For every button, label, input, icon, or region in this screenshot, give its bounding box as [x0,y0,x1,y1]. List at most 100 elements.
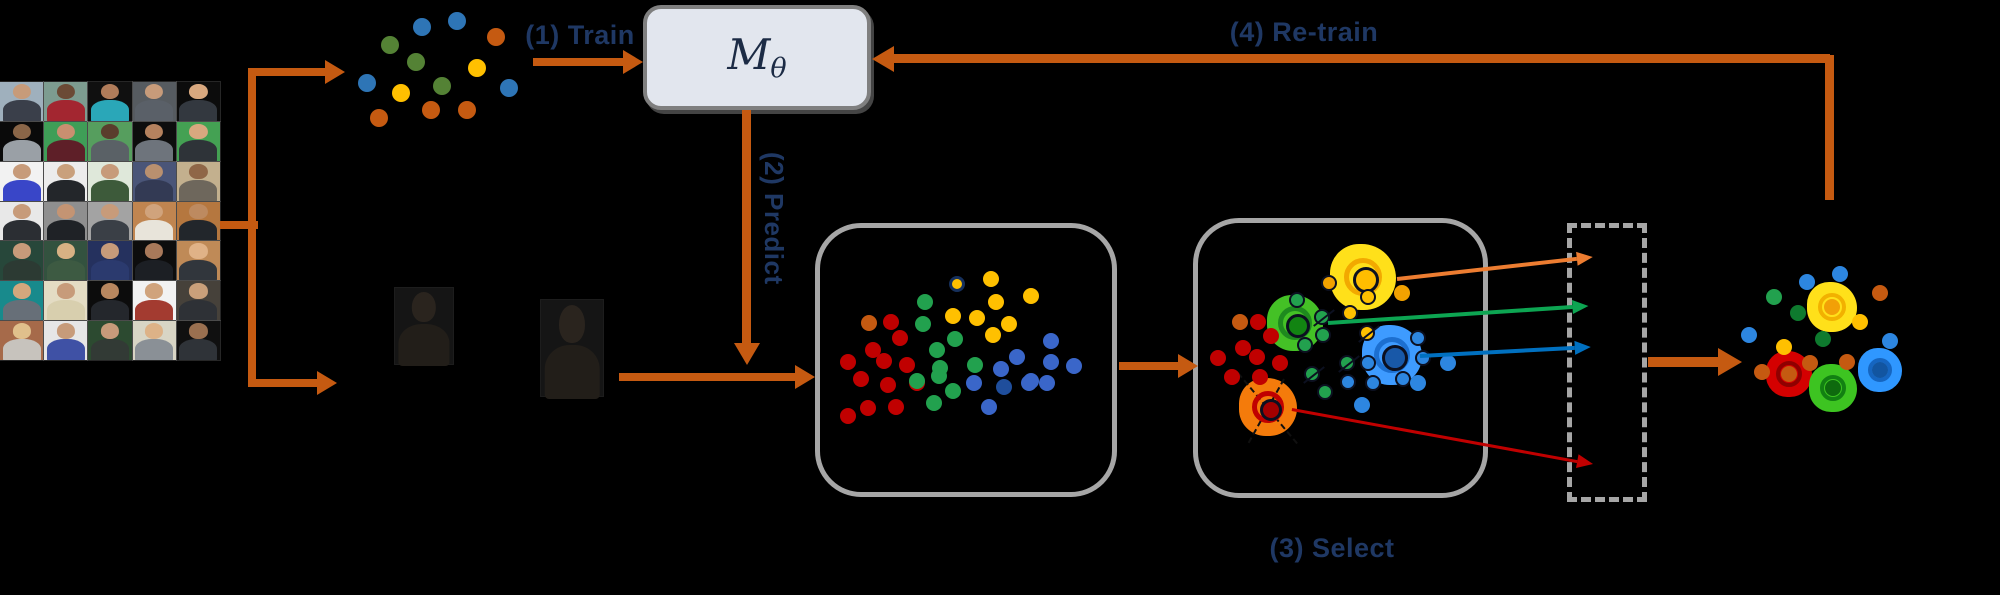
person-body [46,100,85,121]
selection-dot [1410,375,1426,391]
person-head [145,243,164,259]
person-head [145,203,164,220]
person-head [145,283,164,299]
photo-cell-signer [175,320,222,361]
labeled-set-dot [358,74,376,92]
person-head [12,323,31,339]
predictions-dot [947,331,963,347]
model-box: Mθ [643,5,871,110]
final-set-dot [1766,289,1782,305]
person-body [46,140,85,161]
predictions-dot [1009,349,1025,365]
person-head [100,83,120,100]
final-set-dot [1882,333,1898,349]
predictions-dot [993,361,1009,377]
selection-dot [1289,292,1305,308]
arrow-predict-head [734,343,760,365]
person-body [46,299,85,321]
selected-orange-blob-center-dot [1260,399,1282,421]
photo-cell-signer [175,120,222,162]
person-head [189,123,208,140]
person-head [100,323,120,339]
final-green-blob-ring [1820,375,1846,401]
person-body [90,100,129,121]
arrow-train-head [623,50,643,74]
arrow-batch-to-final-head [1718,348,1742,376]
photo-cell-signer [0,240,45,282]
person-body [135,219,174,241]
final-set-dot [1872,285,1888,301]
selection-dot [1415,350,1431,366]
predictions-dot [909,373,925,389]
final-set-dot [1832,266,1848,282]
selected-batch-dashed-box [1567,223,1647,502]
selection-dot [1250,314,1266,330]
person-head [189,83,208,100]
selection-dot [1317,384,1333,400]
arrow-train-shaft [533,58,623,66]
person-body [135,100,174,121]
person-body [2,179,41,201]
photo-cell-signer [131,280,177,322]
person-body [46,179,85,201]
final-yellow-blob-center-dot [1824,299,1840,315]
select-arrow-green-head [1571,299,1589,315]
labeled-set-dot [422,101,440,119]
grid-connector-line-shaft [220,221,258,229]
photo-cell-signer [87,160,133,202]
final-set-dot [1802,355,1818,371]
final-blue-blob-center-dot [1872,362,1888,378]
final-set-dot [1776,339,1792,355]
labeled-set-dot [370,109,388,127]
trunk-vertical-line-shaft [248,68,256,387]
label-step2-predict: (2) Predict [759,152,789,285]
photo-cell-signer [175,280,222,322]
selection-dot [1249,349,1265,365]
photo-cell-signer [175,200,222,242]
person-head [56,203,75,220]
final-set-dot [1741,327,1757,343]
person-head [56,83,75,100]
arrow-predictions-to-selection-head [1178,354,1198,378]
ghost-person-head [558,304,586,344]
photo-cell-signer [87,81,133,122]
label-step3-select: (3) Select [1269,533,1395,563]
labeled-set-dot [407,53,425,71]
selection-dot [1360,289,1376,305]
selection-dot [1303,366,1325,384]
person-body [90,259,129,281]
selection-dot [1263,328,1279,344]
selection-dot [1224,369,1240,385]
photo-cell-signer [131,200,177,242]
ghost-person-body [544,345,600,399]
predictions-dot [945,383,961,399]
final-red-blob-ring [1776,361,1802,387]
person-head [12,243,31,259]
selection-dot [1354,397,1370,413]
person-body [135,179,174,201]
person-body [90,140,129,161]
predictions-dot [996,379,1012,395]
selection-dot [1394,285,1410,301]
selected-blue-blob-center-dot [1382,345,1408,371]
photo-cell-signer [43,81,89,122]
arrow-retrain-shaft [894,54,1830,64]
person-body [2,219,41,241]
model-subscript: θ [770,52,787,84]
person-head [100,123,120,140]
predictions-dot [1043,354,1059,370]
predictions-dot [983,271,999,287]
predictions-dot [1043,333,1059,349]
photo-cell-signer [131,320,177,361]
person-head [189,243,208,259]
person-head [189,163,208,180]
person-head [56,323,75,339]
photo-cell-signer [87,200,133,242]
person-head [145,83,164,100]
person-body [46,259,85,281]
person-head [100,203,120,220]
person-body [179,179,218,201]
labeled-set-dot [381,36,399,54]
arrow-into-predictions-head [795,365,815,389]
person-head [145,163,164,180]
